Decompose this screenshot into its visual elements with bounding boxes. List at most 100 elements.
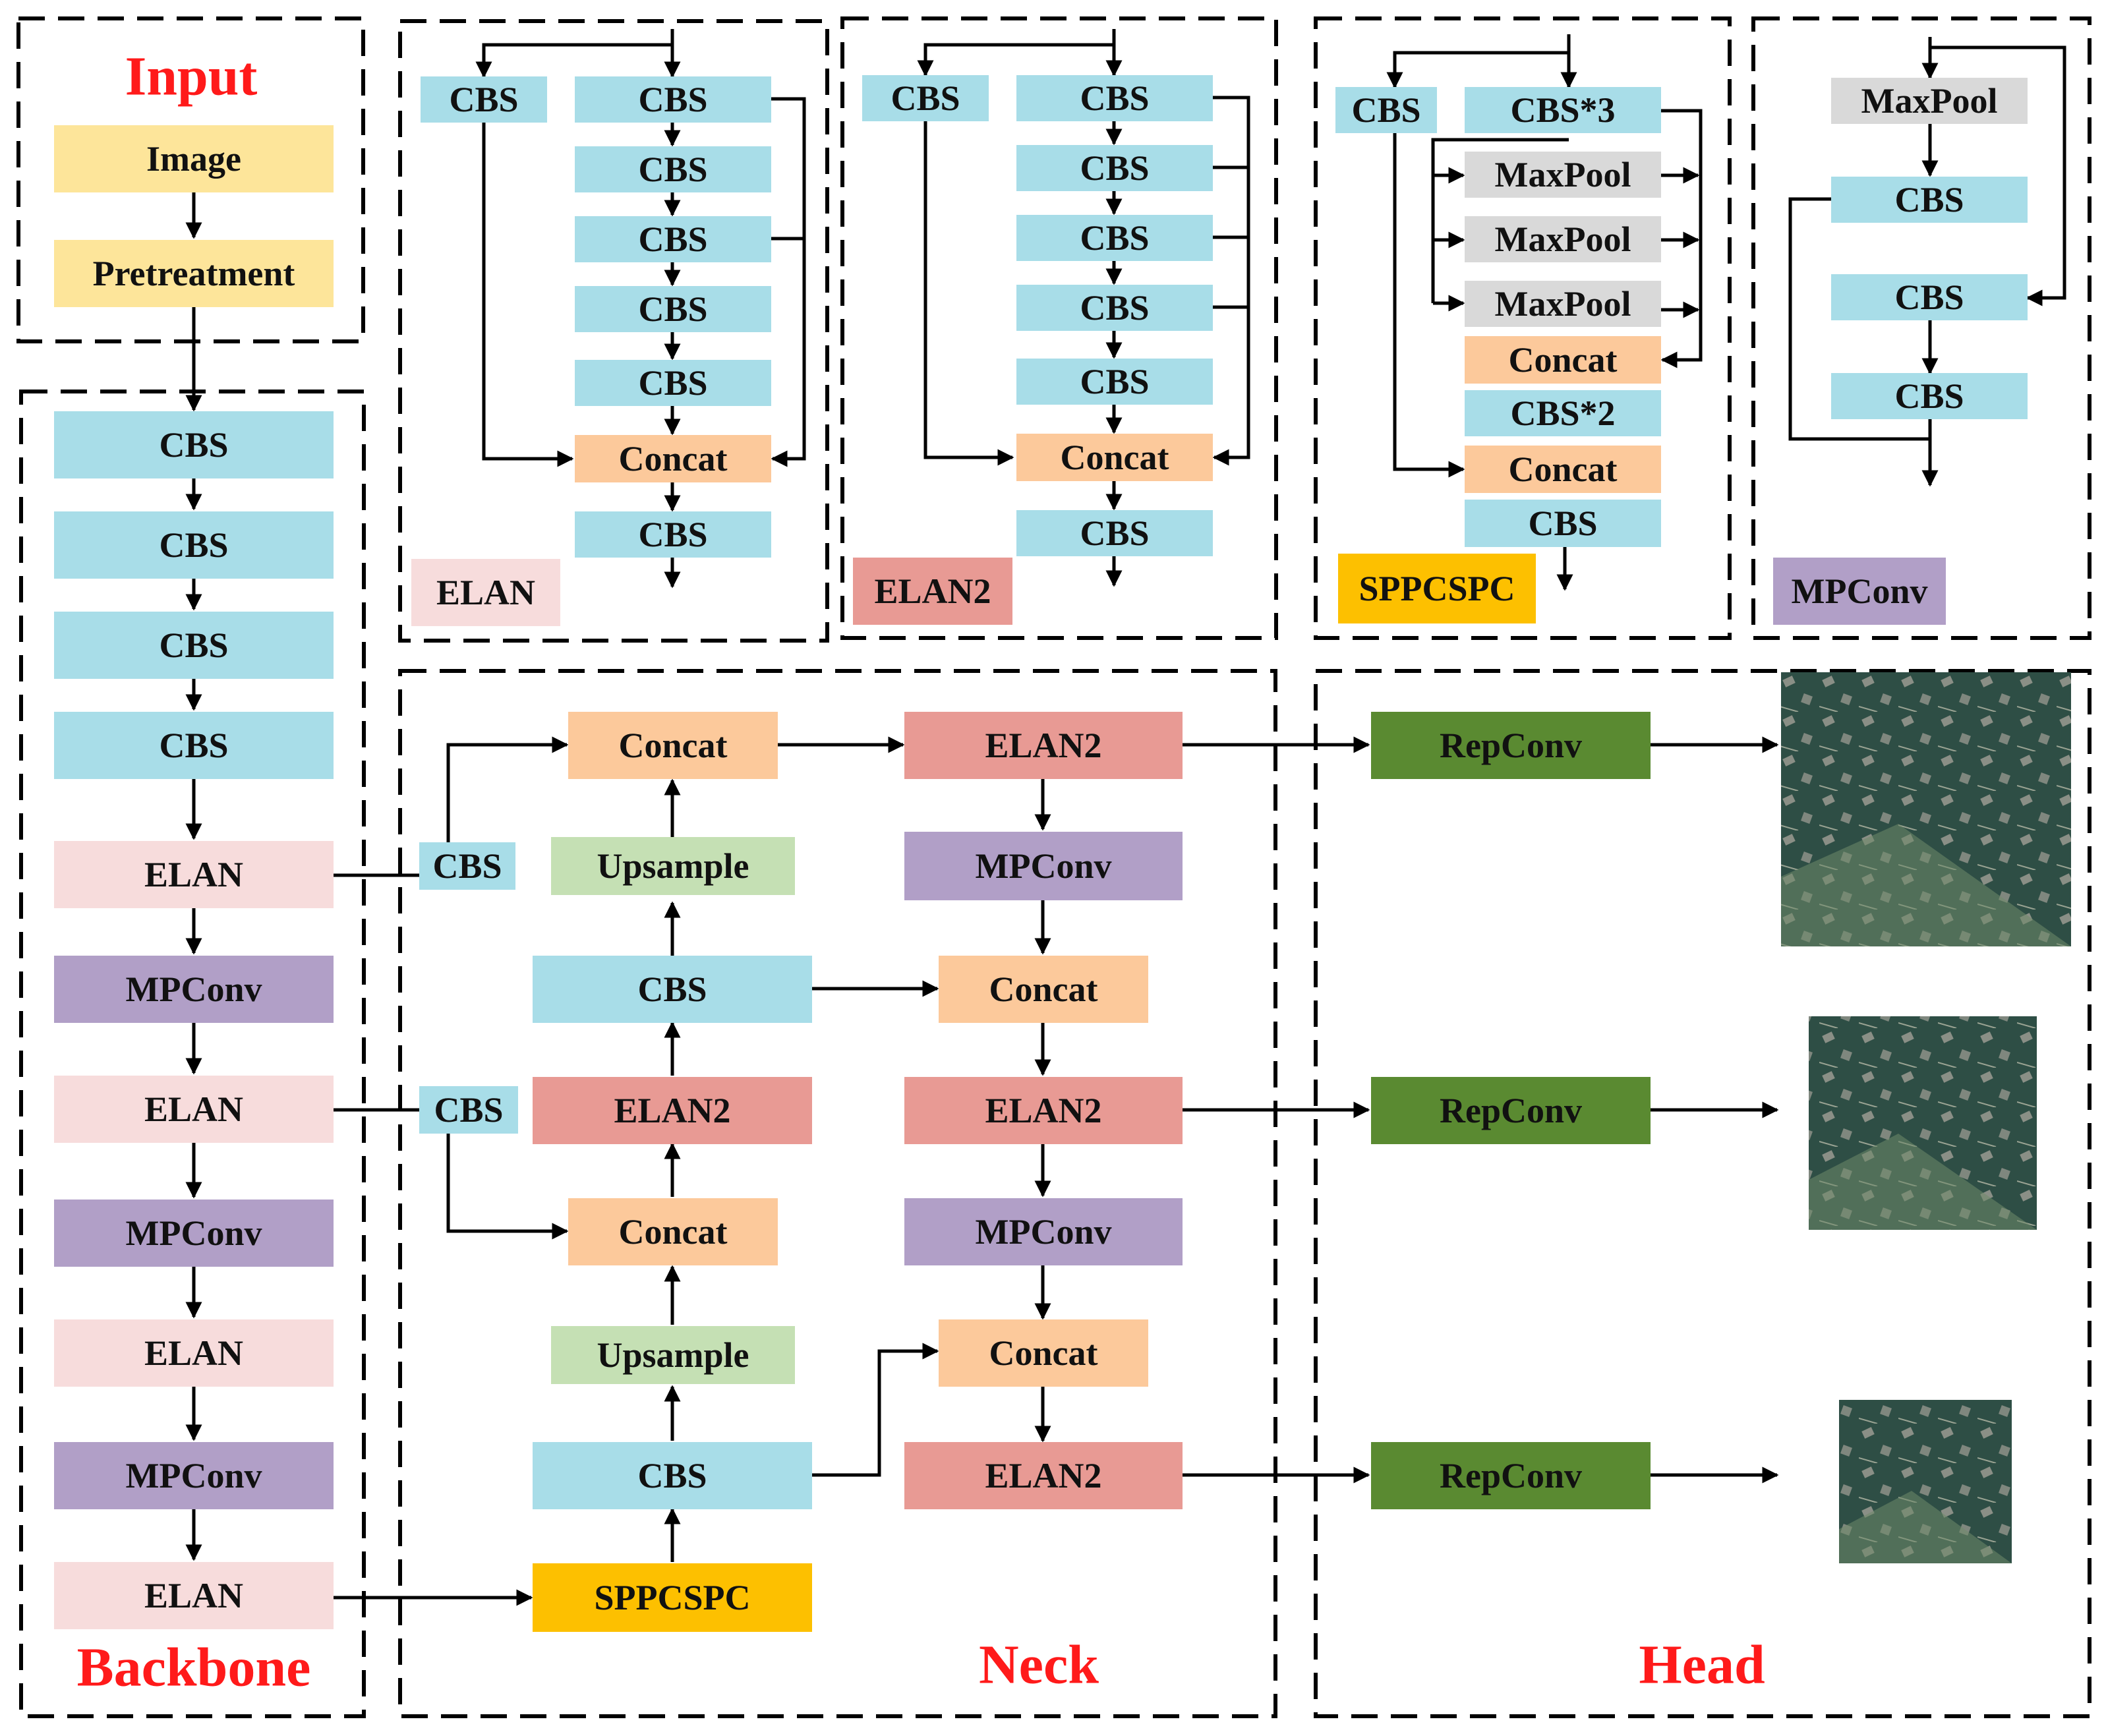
mpconv-cbs-1 bbox=[1831, 177, 2028, 223]
neck-mpconv-2 bbox=[904, 1198, 1183, 1265]
mpconv-cbs-3-label: CBS bbox=[1894, 376, 1964, 416]
sppcspc-maxpool-2-label: MaxPool bbox=[1495, 219, 1631, 259]
elan2-out-cbs-label: CBS bbox=[1080, 513, 1149, 553]
elan-chain-cbs-1-label: CBS bbox=[638, 80, 707, 119]
sppcspc-cbs3 bbox=[1465, 87, 1661, 133]
backbone-elan-4-label: ELAN bbox=[144, 1576, 243, 1615]
neck-cbs-mid bbox=[533, 956, 812, 1023]
elan2-chain-cbs-3 bbox=[1016, 215, 1213, 261]
sppcspc-out-cbs-label: CBS bbox=[1528, 504, 1597, 543]
neck-frame bbox=[398, 669, 1277, 1718]
neck-elan2-out-2 bbox=[904, 1077, 1183, 1144]
neck-upsample-1-label: Upsample bbox=[597, 846, 749, 886]
elan-chain-cbs-4-label: CBS bbox=[638, 289, 707, 329]
neck-concat-top bbox=[568, 712, 778, 779]
neck-lateral-cbs-1-label: CBS bbox=[432, 846, 502, 886]
backbone-cbs-1 bbox=[54, 411, 334, 478]
output-image-large-stripes bbox=[1781, 824, 2071, 946]
output-image-medium-stripes bbox=[1809, 1134, 2037, 1230]
sppcspc-maxpool-3-label: MaxPool bbox=[1495, 284, 1631, 324]
neck-concat-r1 bbox=[939, 956, 1148, 1023]
mpconv-cbs-2-label: CBS bbox=[1894, 277, 1964, 317]
head-repconv-2 bbox=[1371, 1077, 1651, 1144]
sppcspc-concat-2 bbox=[1465, 446, 1661, 493]
image-label: Image bbox=[146, 139, 241, 179]
elan2-side-cbs-label: CBS bbox=[891, 78, 960, 118]
backbone-nodes: CBS CBS CBS CBS ELAN MPConv ELAN MPConv … bbox=[54, 411, 334, 1629]
elan2-legend: CBS CBS CBS CBS CBS CBS Concat CBS ELAN2 bbox=[853, 75, 1213, 625]
elan2-legend-tag-label: ELAN2 bbox=[874, 571, 991, 611]
elan2-chain-cbs-4-label: CBS bbox=[1080, 288, 1149, 328]
backbone-cbs-3 bbox=[54, 612, 334, 679]
neck-concat-mid-label: Concat bbox=[619, 1212, 728, 1252]
mpconv-cbs-3 bbox=[1831, 373, 2028, 419]
elan-side-cbs-label: CBS bbox=[449, 80, 518, 119]
sppcspc-side-cbs bbox=[1335, 87, 1437, 133]
neck-elan2-out-1 bbox=[904, 712, 1183, 779]
backbone-mpconv-1-label: MPConv bbox=[126, 969, 262, 1009]
neck-elan2-mid-label: ELAN2 bbox=[614, 1091, 730, 1130]
head-repconv-1-label: RepConv bbox=[1440, 726, 1582, 765]
neck-upsample-1 bbox=[551, 837, 795, 895]
neck-sppcspc-label: SPPCSPC bbox=[594, 1578, 750, 1617]
edges bbox=[185, 29, 2066, 1606]
backbone-mpconv-3 bbox=[54, 1442, 334, 1509]
neck-cbs-low-label: CBS bbox=[637, 1456, 707, 1495]
elan2-out-cbs bbox=[1016, 510, 1213, 556]
elan2-chain-cbs-5 bbox=[1016, 359, 1213, 405]
output-images bbox=[1781, 672, 2071, 1563]
head-repconv-2-label: RepConv bbox=[1440, 1091, 1582, 1130]
elan2-legend-tag bbox=[853, 558, 1012, 625]
elan-out-cbs-label: CBS bbox=[638, 515, 707, 554]
neck-concat-r1-label: Concat bbox=[989, 969, 1098, 1009]
sppcspc-maxpool-1 bbox=[1465, 152, 1661, 198]
pretreatment-node bbox=[54, 240, 334, 307]
mpconv-cbs-1-label: CBS bbox=[1894, 180, 1964, 219]
input-nodes: Image Pretreatment bbox=[54, 125, 334, 307]
neck-upsample-2 bbox=[551, 1326, 795, 1384]
neck-title: Neck bbox=[979, 1635, 1099, 1696]
backbone-elan-1-label: ELAN bbox=[144, 855, 243, 894]
backbone-elan-2 bbox=[54, 1076, 334, 1143]
elan-legend: CBS CBS CBS CBS CBS CBS Concat CBS ELAN bbox=[411, 76, 771, 626]
neck-concat-top-label: Concat bbox=[619, 726, 728, 765]
elan-chain-cbs-3 bbox=[575, 216, 771, 262]
sppcspc-concat-2-label: Concat bbox=[1509, 449, 1618, 489]
backbone-elan-1 bbox=[54, 841, 334, 908]
output-image-small-stripes bbox=[1839, 1491, 2012, 1563]
neck-concat-r2 bbox=[939, 1319, 1148, 1387]
sppcspc-cbs2 bbox=[1465, 390, 1661, 436]
neck-cbs-low bbox=[533, 1442, 812, 1509]
backbone-title: Backbone bbox=[77, 1637, 311, 1698]
elan2-chain-cbs-1-label: CBS bbox=[1080, 78, 1149, 118]
elan-legend-tag-label: ELAN bbox=[436, 573, 535, 612]
elan-legend-tag bbox=[411, 559, 560, 626]
elan-chain-cbs-5 bbox=[575, 360, 771, 406]
mpconv-legend-frame bbox=[1751, 16, 2091, 640]
backbone-elan-3-label: ELAN bbox=[144, 1333, 243, 1373]
elan-chain-cbs-2 bbox=[575, 146, 771, 192]
mpconv-legend-tag-label: MPConv bbox=[1792, 571, 1928, 611]
elan-out-cbs bbox=[575, 511, 771, 558]
head-title: Head bbox=[1639, 1635, 1765, 1696]
backbone-cbs-3-label: CBS bbox=[159, 625, 228, 665]
elan2-concat-label: Concat bbox=[1061, 438, 1169, 477]
elan-side-cbs bbox=[421, 76, 547, 123]
mpconv-cbs-2 bbox=[1831, 274, 2028, 320]
elan2-chain-cbs-3-label: CBS bbox=[1080, 218, 1149, 258]
input-title: Input bbox=[125, 46, 258, 107]
sppcspc-cbs3-label: CBS*3 bbox=[1510, 90, 1615, 130]
neck-elan2-mid bbox=[533, 1077, 812, 1144]
sppcspc-legend-tag bbox=[1338, 554, 1536, 623]
backbone-elan-3 bbox=[54, 1319, 334, 1387]
head-repconv-3-label: RepConv bbox=[1440, 1456, 1582, 1495]
neck-lateral-cbs-1 bbox=[419, 842, 515, 890]
backbone-mpconv-2-label: MPConv bbox=[126, 1213, 262, 1253]
neck-sppcspc bbox=[533, 1563, 812, 1632]
backbone-cbs-2 bbox=[54, 511, 334, 579]
elan2-concat bbox=[1016, 434, 1213, 481]
elan-legend-frame bbox=[398, 19, 829, 643]
elan2-side-cbs bbox=[862, 75, 989, 121]
elan-chain-cbs-5-label: CBS bbox=[638, 363, 707, 403]
